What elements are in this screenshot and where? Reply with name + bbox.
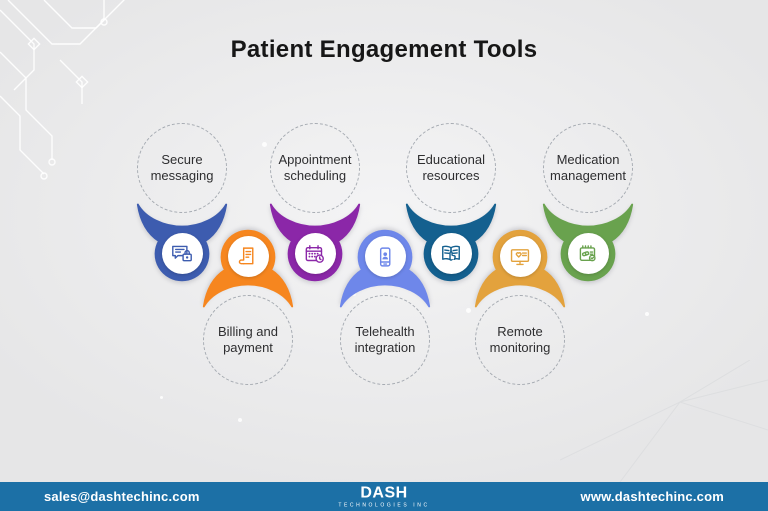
dash-logo-text: DASH [360,484,408,501]
tool-label: Appointment scheduling [278,151,352,183]
label-circle: Secure messaging [137,123,227,213]
tool-label: Educational resources [417,151,485,183]
billing-payment-icon [227,236,269,277]
footer-email-link[interactable]: sales@dashtechinc.com [44,489,200,504]
medication-management-icon [567,233,609,274]
circuit-pattern-decoration [0,0,125,180]
label-circle: Medication management [543,123,633,213]
tool-medication-management: Medication management [540,0,636,511]
tool-secure-messaging: Secure messaging [134,0,230,511]
tool-label: Billing and payment [218,323,278,355]
appointment-scheduling-icon [294,233,336,274]
sparkle-dot [645,312,649,316]
tool-remote-monitoring: Remote monitoring [472,0,568,511]
telehealth-integration-icon [364,236,406,277]
label-circle: Remote monitoring [475,295,565,385]
tool-appointment-scheduling: Appointment scheduling [267,0,363,511]
page-title: Patient Engagement Tools [230,36,538,63]
footer-bar: sales@dashtechinc.com DASH TECHNOLOGIES … [0,482,768,511]
tool-label: Telehealth integration [354,323,416,355]
dash-logo-subtext: TECHNOLOGIES INC [338,502,430,508]
label-circle: Appointment scheduling [270,123,360,213]
educational-resources-icon [430,233,472,274]
label-circle: Telehealth integration [340,295,430,385]
tool-billing-payment: Billing and payment [200,0,296,511]
tool-label: Remote monitoring [489,323,551,355]
tool-label: Medication management [550,151,626,183]
remote-monitoring-icon [499,236,541,277]
secure-messaging-icon [161,233,203,274]
dash-logo: DASH TECHNOLOGIES INC [338,485,429,508]
tool-label: Secure messaging [150,151,214,183]
tool-educational-resources: Educational resources [403,0,499,511]
label-circle: Billing and payment [203,295,293,385]
tool-telehealth-integration: Telehealth integration [337,0,433,511]
footer-website-link[interactable]: www.dashtechinc.com [580,489,724,504]
label-circle: Educational resources [406,123,496,213]
